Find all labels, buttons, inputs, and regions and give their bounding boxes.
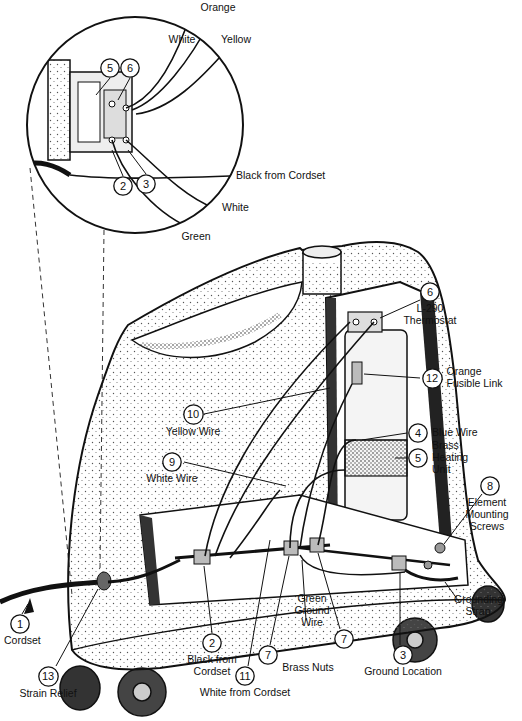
callout-number: 11 <box>235 666 255 686</box>
callout-number: 7 <box>258 645 278 665</box>
callout: 2Black from Cordset <box>202 633 222 653</box>
callout-number: 6 <box>120 58 140 78</box>
thermostat <box>348 312 382 332</box>
part-name: White from Cordset <box>200 687 290 699</box>
cutaway <box>140 282 468 605</box>
callout: 6 <box>120 58 140 78</box>
callout-number: 3 <box>393 645 413 665</box>
part-name: Element Mounting Screws <box>456 497 518 532</box>
cordset <box>0 560 180 614</box>
leader-lines <box>22 300 482 666</box>
callout: 7 <box>258 645 278 665</box>
part-name: Blue Wire <box>432 427 478 439</box>
wire-label: Black from Cordset <box>236 170 325 182</box>
callout: 12Orange Fusible Link <box>422 368 443 389</box>
callout-number: 2 <box>113 176 133 196</box>
callout-number: 9 <box>162 452 182 472</box>
callout: 6L-290 Thermostat <box>420 282 440 302</box>
callout: 8Element Mounting Screws <box>480 476 500 496</box>
part-name: Cordset <box>4 635 41 647</box>
callout: 9White Wire <box>162 452 182 472</box>
part-name: L-290 Thermostat <box>399 303 461 327</box>
wire-label: Orange <box>200 2 235 14</box>
part-name: Orange Fusible Link <box>447 366 513 390</box>
part-name: Strain Relief <box>19 688 76 700</box>
callout-number: 4 <box>408 423 428 443</box>
callout-number: 5 <box>100 58 120 78</box>
callout-number: 5 <box>408 448 428 468</box>
part-name: White Wire <box>146 473 197 485</box>
callout: 10Yellow Wire <box>183 404 204 425</box>
steamer-body <box>68 242 505 669</box>
callout: 3 <box>136 174 156 194</box>
callout-number: 2 <box>202 633 222 653</box>
wire-label: White <box>169 34 196 46</box>
callout: 13Strain Relief <box>38 666 59 687</box>
wire-label: Green Ground Wire <box>284 593 340 628</box>
callout: 11White from Cordset <box>235 666 255 686</box>
callout: 7 <box>334 629 354 649</box>
part-name: Ground Location <box>364 666 442 678</box>
callout: 3Ground Location <box>393 645 413 665</box>
part-name: Yellow Wire <box>166 426 220 438</box>
wire-label: Grounding Strap <box>454 594 502 618</box>
switch-inset <box>20 17 243 233</box>
heating-unit <box>345 330 407 520</box>
callout: 4Blue Wire <box>408 423 428 443</box>
callout-number: 10 <box>183 404 204 425</box>
wire-label: Yellow <box>221 34 251 46</box>
part-name: Black from Cordset <box>180 654 244 678</box>
callout: 1Cordset <box>10 614 30 634</box>
callout-number: 3 <box>136 174 156 194</box>
callout-number: 6 <box>420 282 440 302</box>
callout-number: 8 <box>480 476 500 496</box>
callout: 5Brass Heating Unit <box>408 448 428 468</box>
fusible-link <box>352 362 362 384</box>
part-name: Brass Heating Unit <box>432 440 488 475</box>
wire-label: Green <box>181 231 210 243</box>
wire-label: Brass Nuts <box>282 662 333 674</box>
callout-number: 7 <box>334 629 354 649</box>
callout: 2 <box>113 176 133 196</box>
callout-number: 12 <box>422 368 443 389</box>
wire-label: White <box>222 202 249 214</box>
wires <box>205 322 405 575</box>
callout: 5 <box>100 58 120 78</box>
callout-number: 1 <box>10 614 30 634</box>
callout-number: 13 <box>38 666 59 687</box>
